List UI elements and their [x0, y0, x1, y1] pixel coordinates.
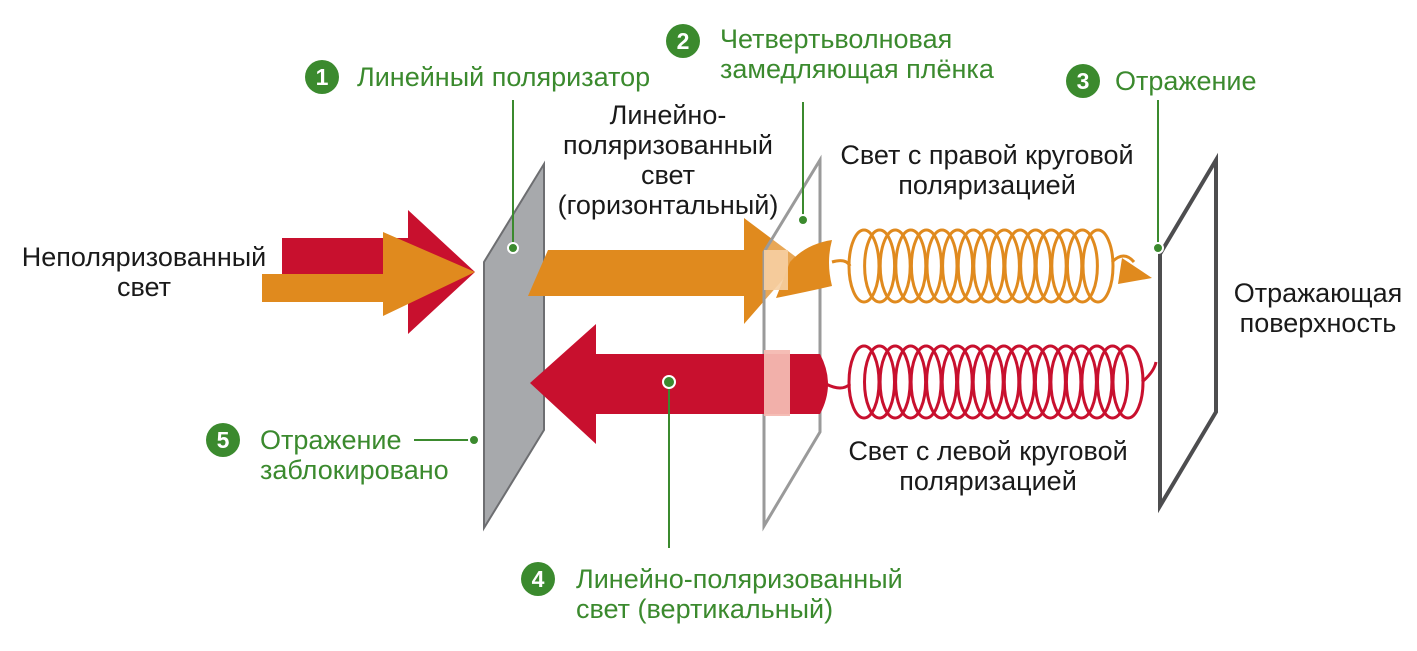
callout-5-label-line1: Отражение	[260, 425, 402, 455]
reflective-surface-frame	[1158, 152, 1218, 514]
film-light-band-bottom	[764, 350, 790, 416]
vertical-polarized-arrow	[530, 324, 828, 444]
left-circular-spiral	[825, 344, 1158, 420]
reflective-surface-line2: поверхность	[1239, 308, 1397, 338]
red-spiral-lead-out	[1141, 361, 1158, 384]
linear-polarizer-panel	[483, 160, 545, 532]
callout-4-badge: 4	[521, 562, 555, 596]
left-circular-label: Свет с левой круговой поляризацией	[836, 436, 1140, 496]
callout-3-badge: 3	[1066, 64, 1100, 98]
callout-4-label-line2: свет (вертикальный)	[576, 594, 834, 624]
callout-2-badge: 2	[666, 24, 700, 58]
right-circular-line2: поляризацией	[898, 170, 1076, 200]
callout-4-label-line1: Линейно-поляризованный	[576, 564, 903, 594]
right-circular-line1: Свет с правой круговой	[840, 140, 1134, 170]
unpolarized-label-line2: свет	[116, 272, 172, 302]
leader-dots	[468, 214, 1164, 446]
orange-tip-after-film	[776, 240, 832, 298]
linear-horizontal-label: Линейно- поляризованный свет (горизонтал…	[540, 100, 796, 220]
callout-2-label-line2: замедляющая плёнка	[720, 54, 994, 84]
right-circular-spiral	[831, 228, 1136, 304]
linear-horizontal-line2: поляризованный	[563, 130, 773, 160]
red-spiral-coil	[1096, 344, 1129, 420]
unpolarized-label: Неполяризованный свет	[12, 242, 276, 302]
orange-spiral-coil	[1065, 228, 1099, 304]
linear-horizontal-line3: свет	[640, 160, 696, 190]
horizontal-polarized-arrow	[528, 218, 800, 324]
orange-spiral-lead-in	[831, 259, 852, 267]
callout-3-label: Отражение	[1115, 66, 1257, 96]
film-light-band-top	[764, 250, 788, 290]
left-circular-line1: Свет с левой круговой	[848, 436, 1128, 466]
reflective-surface-label: Отражающая поверхность	[1228, 278, 1408, 338]
spiral-arrowhead	[1118, 258, 1152, 284]
unpolarized-label-line1: Неполяризованный	[21, 242, 267, 272]
linear-horizontal-line4: (горизонтальный)	[557, 190, 779, 220]
callout-2-label-line1: Четвертьволновая	[720, 24, 953, 54]
callout-5-label-line2: заблокировано	[260, 455, 449, 485]
callout-5-badge: 5	[206, 423, 240, 457]
orange-spiral-coil	[1081, 228, 1115, 304]
callout-1-badge: 1	[305, 60, 339, 94]
unpolarized-red-arrow	[282, 210, 475, 334]
reflective-surface-line1: Отражающая	[1233, 278, 1403, 308]
orange-spiral-lead-out	[1110, 254, 1136, 264]
unpolarized-light-arrows	[262, 210, 475, 334]
linear-horizontal-line1: Линейно-	[609, 100, 727, 130]
callout-1-label: Линейный поляризатор	[357, 62, 651, 92]
right-circular-label: Свет с правой круговой поляризацией	[832, 140, 1142, 200]
leader-lines	[414, 100, 1159, 548]
red-spiral-lead-in	[825, 382, 852, 390]
left-circular-line2: поляризацией	[899, 466, 1077, 496]
unpolarized-orange-arrow	[262, 232, 475, 316]
